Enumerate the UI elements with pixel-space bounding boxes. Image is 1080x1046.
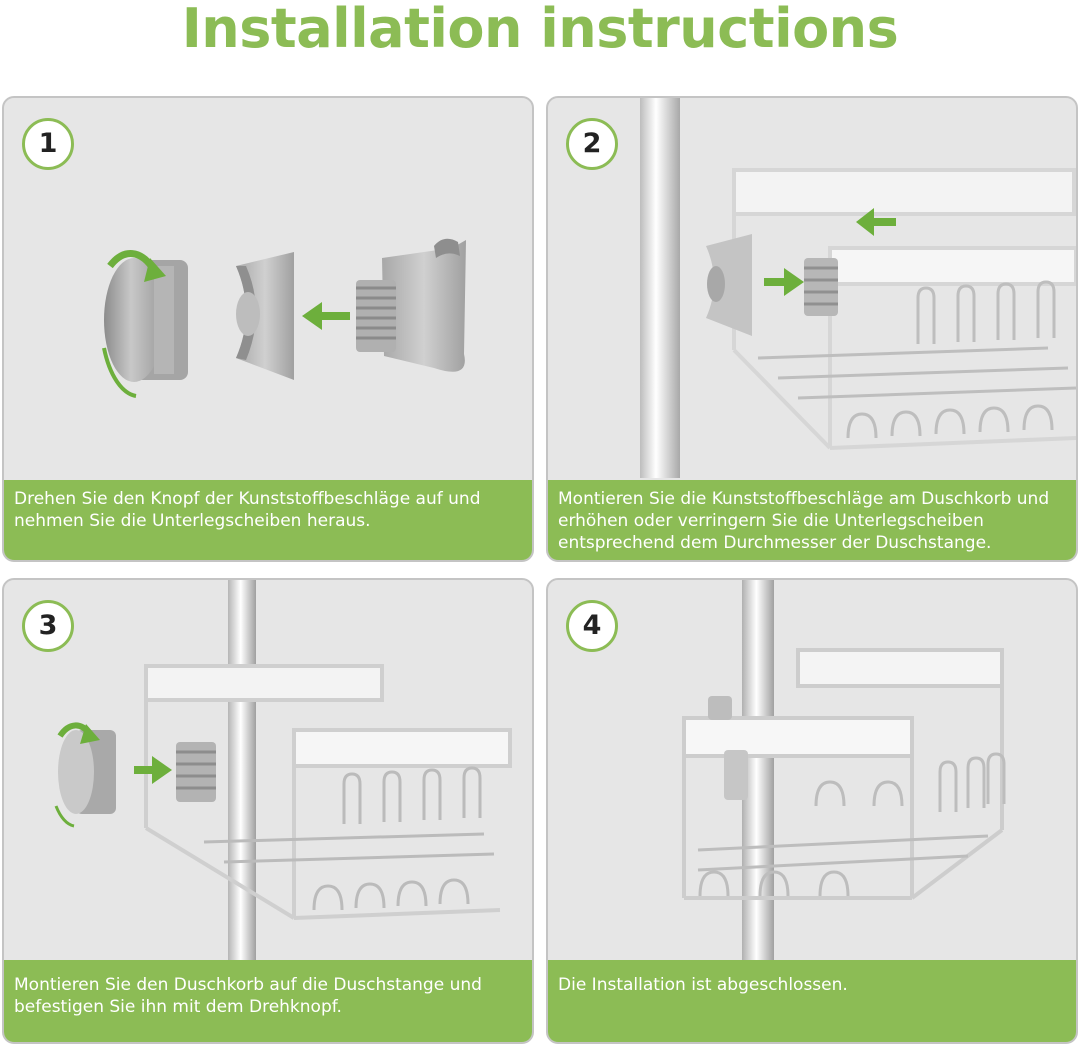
page-title: Installation instructions (181, 0, 899, 60)
step-2-illustration (640, 98, 1076, 478)
threaded-bracket (804, 258, 838, 316)
step-1-illustration (102, 238, 466, 398)
step-number-badge: 4 (566, 600, 618, 652)
step-2-panel: 2 Montieren Sie die Kunststoffbeschläge … (546, 96, 1078, 562)
shower-basket (732, 168, 1076, 450)
mounted-basket (682, 648, 1006, 900)
step-caption: Montieren Sie die Kunststoffbeschläge am… (548, 480, 1076, 560)
shower-pole (640, 98, 680, 478)
shower-pole (228, 580, 256, 960)
knob (58, 730, 116, 814)
curved-clip (706, 234, 752, 336)
curved-clip (236, 252, 294, 380)
knob (104, 258, 188, 382)
step-number-badge: 1 (22, 118, 74, 170)
threaded-bracket (356, 238, 466, 372)
step-caption: Montieren Sie den Duschkorb auf die Dusc… (4, 960, 532, 1042)
step-1-panel: 1 Drehen Sie den Knopf der Kunststoffbes… (2, 96, 534, 562)
insert-arrow-icon (764, 268, 804, 296)
threaded-bracket (176, 742, 216, 802)
insert-arrow-icon (856, 208, 896, 236)
step-caption: Die Installation ist abgeschlossen. (548, 960, 1076, 1042)
knob (708, 696, 748, 800)
step-3-panel: 3 Montieren Sie den Duschkorb auf die Du… (2, 578, 534, 1044)
insert-arrow-icon (302, 302, 350, 330)
rotate-arrow-icon (54, 722, 100, 828)
step-3-illustration (54, 580, 512, 960)
step-4-panel: 4 Die Installation ist abgeschlossen. (546, 578, 1078, 1044)
step-number-badge: 2 (566, 118, 618, 170)
step-number-badge: 3 (22, 600, 74, 652)
step-caption: Drehen Sie den Knopf der Kunststoffbesch… (4, 480, 532, 560)
shower-basket (144, 664, 512, 920)
rotate-arrow-icon (102, 250, 166, 398)
insert-arrow-icon (134, 756, 172, 784)
step-4-illustration (682, 580, 1006, 960)
